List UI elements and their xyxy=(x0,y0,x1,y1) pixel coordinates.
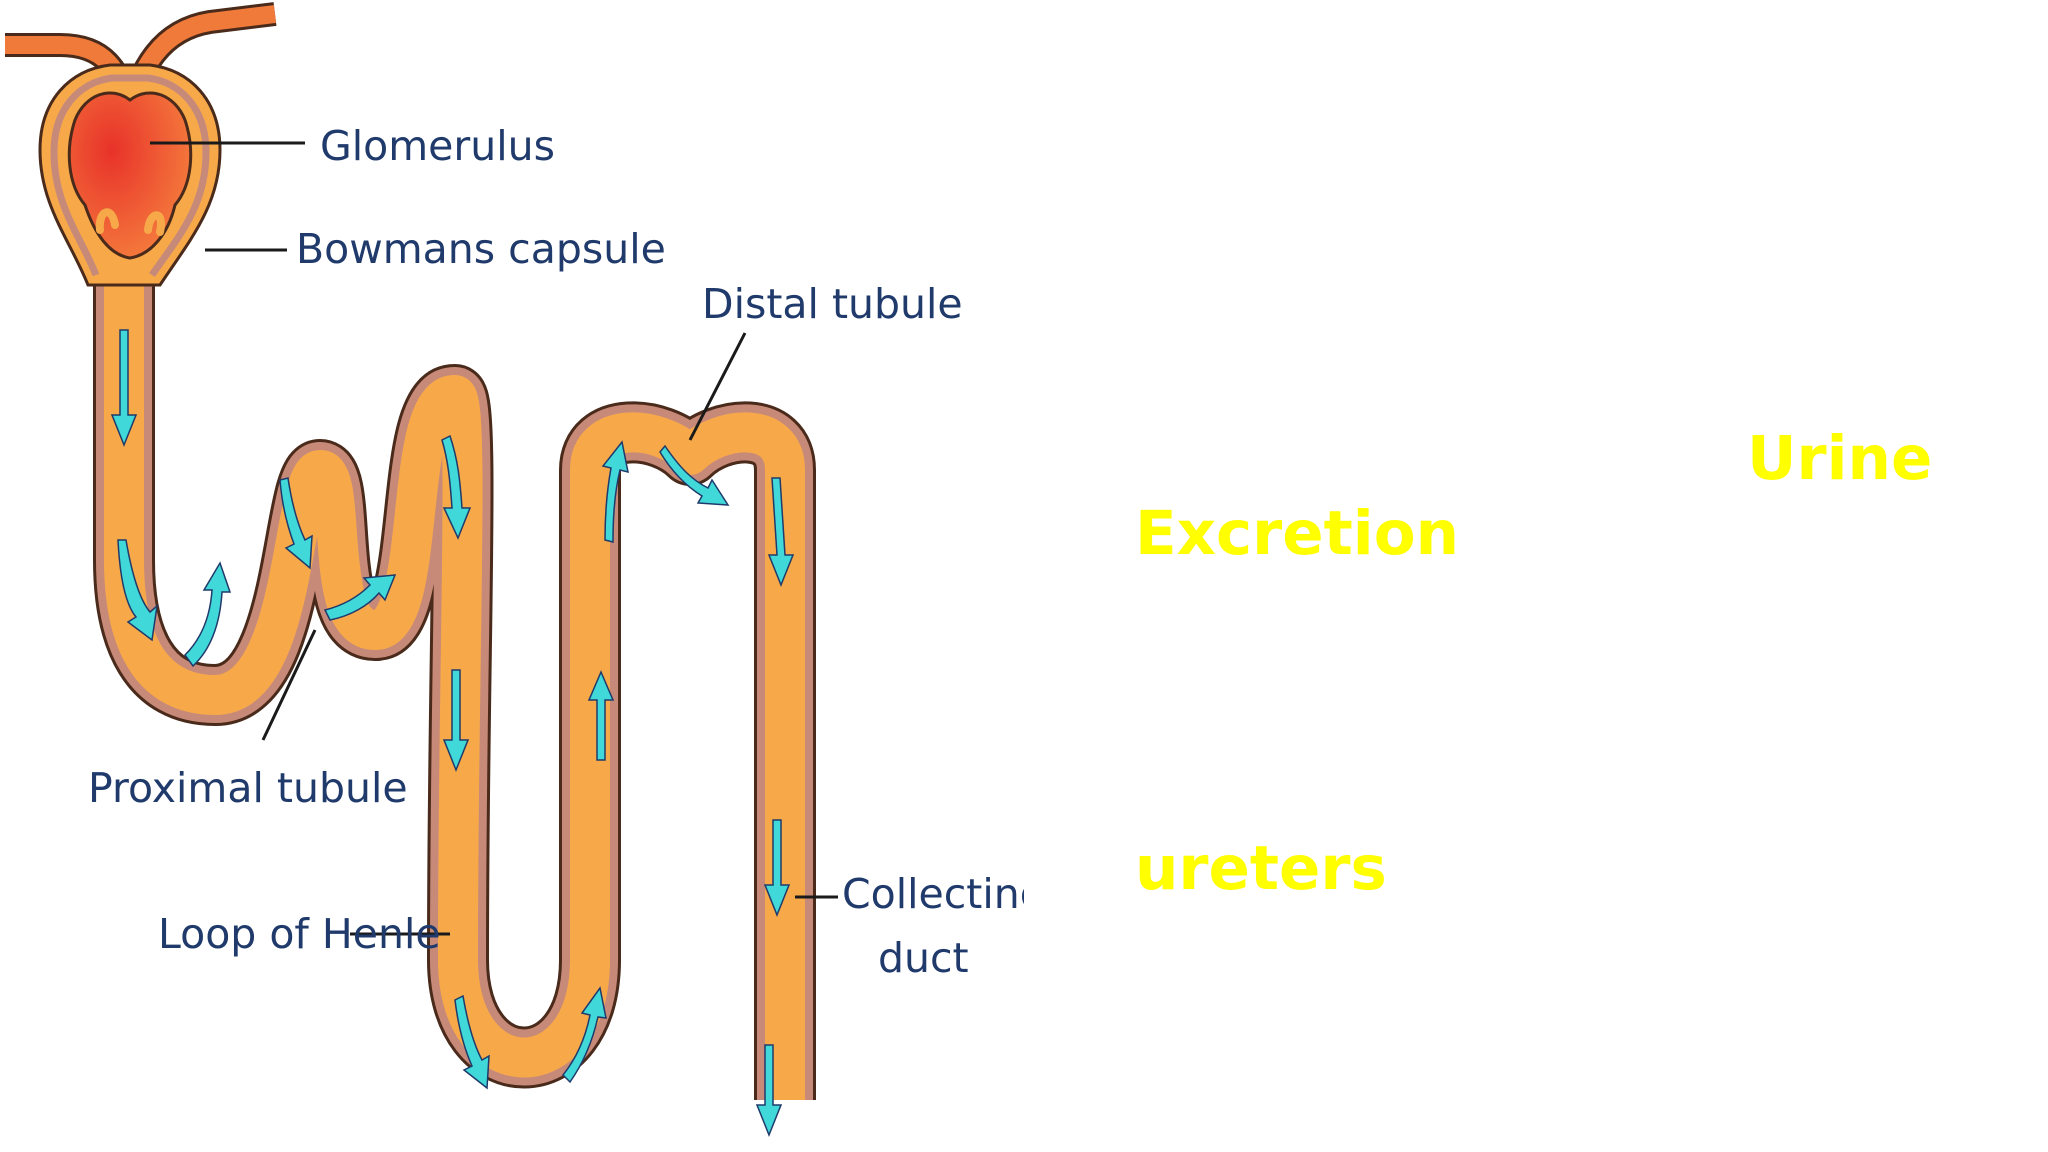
flow-arrow xyxy=(323,574,397,621)
flow-arrow xyxy=(279,477,313,570)
proximal-tubule-leader xyxy=(261,629,317,741)
nephron-tubule xyxy=(93,270,816,1100)
flow-arrows xyxy=(110,329,795,1138)
label-collecting-duct-line1: Collecting xyxy=(842,870,1024,918)
flow-arrow xyxy=(601,440,629,543)
flow-arrow xyxy=(587,670,615,761)
glomerulus xyxy=(67,91,193,260)
label-proximal-tubule: Proximal tubule xyxy=(88,764,408,812)
flow-arrow xyxy=(110,329,138,448)
diagram-labels: Glomerulus Bowmans capsule Distal tubule… xyxy=(88,122,1024,982)
label-distal-tubule: Distal tubule xyxy=(702,280,963,328)
flow-arrow xyxy=(767,477,795,588)
flow-arrow xyxy=(659,444,730,506)
flow-arrow xyxy=(117,539,159,642)
label-loop-of-henle: Loop of Henle xyxy=(158,910,441,958)
label-bowmans-capsule: Bowmans capsule xyxy=(296,225,666,273)
flow-arrow xyxy=(442,669,470,773)
nephron-diagram: Glomerulus Bowmans capsule Distal tubule… xyxy=(5,2,1024,1138)
flow-arrow xyxy=(755,1044,783,1138)
word-ureters: ureters xyxy=(1135,833,1387,904)
flow-arrow xyxy=(454,994,490,1090)
flow-arrow xyxy=(561,986,607,1084)
distal-tubule-leader xyxy=(688,332,747,441)
leader-lines xyxy=(150,141,838,936)
word-excretion: Excretion xyxy=(1135,498,1460,569)
flow-arrow xyxy=(184,561,232,668)
label-collecting-duct-line2: duct xyxy=(878,934,969,982)
word-urine: Urine xyxy=(1747,423,1933,494)
flow-arrow xyxy=(763,819,791,918)
flow-arrow xyxy=(441,434,472,540)
label-glomerulus: Glomerulus xyxy=(320,122,555,170)
